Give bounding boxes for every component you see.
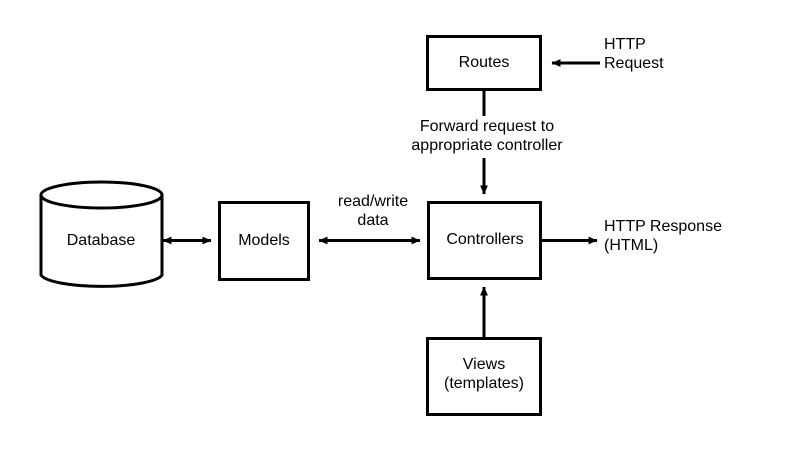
node-routes[interactable] xyxy=(426,35,542,91)
node-models[interactable] xyxy=(218,201,310,281)
node-views[interactable] xyxy=(426,337,542,416)
node-controllers[interactable] xyxy=(427,201,542,280)
node-database[interactable] xyxy=(39,180,164,288)
